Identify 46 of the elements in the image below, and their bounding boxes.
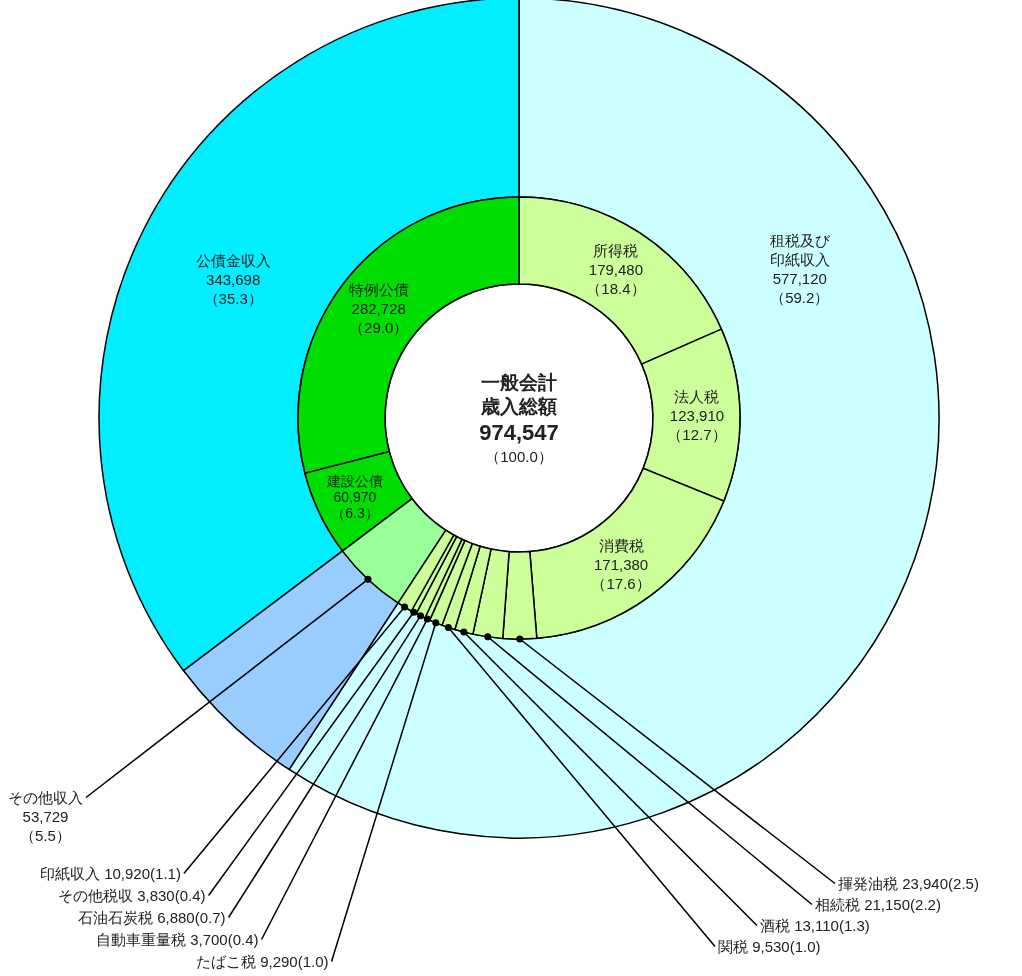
percentage-value: （5.5）	[19, 826, 72, 845]
amount-value: 974,547	[478, 418, 560, 447]
percentage-value: （100.0）	[484, 446, 554, 466]
amount-value: 282,728	[350, 298, 407, 318]
callout-label: 酒税 13,110(1.3)	[760, 916, 870, 935]
callout-label: 印紙収入 10,920(1.1)	[40, 864, 181, 883]
leader-line	[207, 608, 418, 897]
segment-title: 特例公債	[348, 279, 409, 299]
leader-line	[183, 603, 409, 875]
segment-title: 消費税	[597, 535, 645, 555]
leader-line	[260, 615, 431, 941]
amount-value: 123,910	[668, 405, 726, 425]
segment-title: 公債金収入	[195, 250, 271, 270]
leader-line	[484, 633, 813, 906]
amount-value: 60,970	[332, 488, 378, 505]
callout-label: たばこ税 9,290(1.0)	[196, 952, 329, 971]
leader-line	[516, 635, 836, 885]
percentage-value: （6.3）	[330, 504, 380, 521]
leader-line	[227, 612, 424, 919]
percentage-value: （35.3）	[202, 288, 264, 308]
segment-title: 租税及び印紙収入	[768, 230, 831, 269]
leader-line	[330, 619, 440, 963]
amount-value: 577,120	[771, 268, 828, 288]
leader-line	[460, 628, 758, 927]
percentage-value: （17.6）	[591, 573, 651, 593]
amount-value: 179,480	[587, 259, 645, 279]
callout-label: 関税 9,530(1.0)	[718, 937, 821, 956]
callout-label: 相続税 21,150(2.2)	[815, 895, 941, 914]
amount-value: 53,729	[21, 807, 70, 826]
percentage-value: （29.0）	[348, 317, 409, 337]
callout-label: その他税収 3,830(0.4)	[58, 886, 206, 905]
callout-label: 石油石炭税 6,880(0.7)	[78, 908, 226, 927]
leader-line	[444, 623, 716, 948]
callout-title: その他収入	[8, 788, 83, 807]
percentage-value: （18.4）	[586, 278, 646, 298]
amount-value: 171,380	[593, 554, 650, 574]
leader-line	[85, 575, 372, 799]
center-title: 一般会計歳入総額	[480, 370, 558, 419]
callout-label: 自動車重量税 3,700(0.4)	[96, 930, 259, 949]
segment-title: 法人税	[673, 386, 721, 406]
callout-label: 揮発油税 23,940(2.5)	[838, 874, 979, 893]
percentage-value: （12.7）	[667, 424, 727, 444]
segment-title: 所得税	[592, 240, 640, 260]
segment-title: 建設公債	[327, 472, 383, 489]
percentage-value: （59.2）	[769, 287, 831, 307]
amount-value: 343,698	[205, 269, 262, 289]
